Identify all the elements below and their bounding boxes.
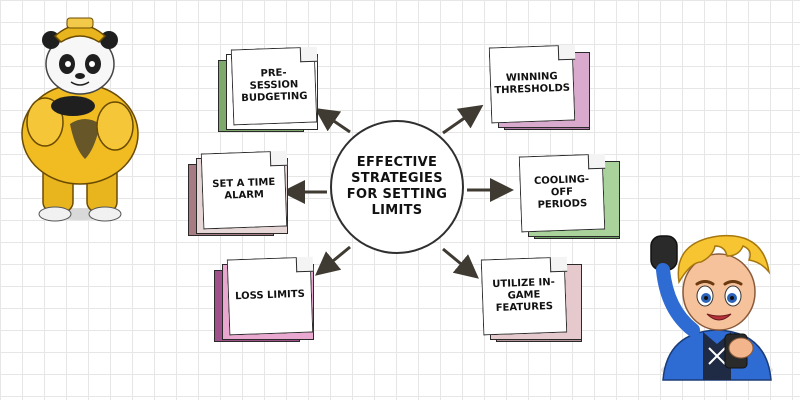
central-topic: Effective Strategies for Setting Limits <box>330 120 464 254</box>
arrow-to-pre-session <box>314 107 351 134</box>
page-fold-icon <box>269 150 288 167</box>
note-utilize-in-game-features: Utilize In-game Features <box>482 258 582 344</box>
note-label: Pre-Session Budgeting <box>241 67 308 105</box>
note-loss-limits: Loss Limits <box>214 256 328 344</box>
page-fold-icon <box>549 256 568 273</box>
note-label: Set a Time Alarm <box>212 176 276 202</box>
note-label: Utilize In-game Features <box>492 276 556 314</box>
note-set-a-time-alarm: Set a Time Alarm <box>188 150 302 238</box>
note-label: Winning Thresholds <box>494 71 571 97</box>
note-label: Cooling-off Periods <box>533 174 590 211</box>
arrow-to-loss-limits <box>315 245 351 276</box>
note-winning-thresholds: Winning Thresholds <box>490 46 590 132</box>
page-fold-icon <box>557 44 576 61</box>
central-topic-title: Effective Strategies for Setting Limits <box>346 155 448 218</box>
blond-boy-mascot-icon <box>650 234 773 381</box>
page-fold-icon <box>587 153 606 170</box>
note-label: Loss Limits <box>234 288 306 303</box>
arrow-to-winning <box>442 104 484 135</box>
page-fold-icon <box>295 256 314 273</box>
arrow-to-utilize <box>442 247 479 279</box>
note-cooling-off-periods: Cooling-off Periods <box>520 155 620 241</box>
page-fold-icon <box>299 46 318 63</box>
note-pre-session-budgeting: Pre-Session Budgeting <box>218 46 332 134</box>
panda-mascot-icon <box>21 17 139 222</box>
